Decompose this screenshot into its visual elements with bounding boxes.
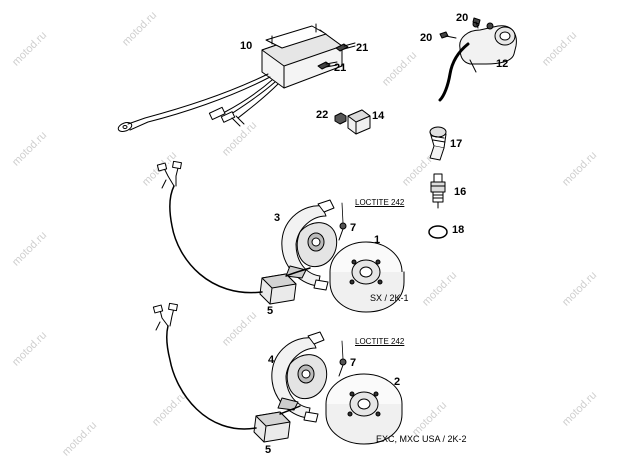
callout-5-lower: 5 xyxy=(265,444,272,456)
callout-17: 17 xyxy=(450,138,463,150)
stator-part-3 xyxy=(281,199,338,291)
callout-20-lower: 20 xyxy=(420,32,433,44)
callout-7-lower: 7 xyxy=(350,357,357,369)
o-ring-part-18 xyxy=(428,225,448,239)
loctite-note-lower: LOCTITE 242 xyxy=(355,337,405,346)
flywheel-part-2 xyxy=(325,373,403,445)
screw-part-7-upper xyxy=(338,222,347,241)
loctite-note-upper: LOCTITE 242 xyxy=(355,198,405,207)
callout-1: 1 xyxy=(374,234,381,246)
callout-3: 3 xyxy=(274,212,281,224)
callout-22: 22 xyxy=(316,109,329,121)
callout-4: 4 xyxy=(268,354,275,366)
cdi-wiring-harness xyxy=(117,73,279,132)
sensor-cable-lower xyxy=(152,302,257,430)
pickup-sensor-part-5-upper xyxy=(259,267,311,305)
callout-7-upper: 7 xyxy=(350,222,357,234)
screw-part-20-lower xyxy=(439,31,457,39)
pickup-sensor-part-5-lower xyxy=(253,405,301,443)
nut-part-22 xyxy=(334,112,347,125)
callout-18: 18 xyxy=(452,224,465,236)
callout-12: 12 xyxy=(496,58,509,70)
callout-16: 16 xyxy=(454,186,467,198)
bolt-part-21-lower xyxy=(317,61,338,70)
variant-label-lower: EXC, MXC USA / 2K-2 xyxy=(376,434,467,444)
spark-plug-cap-part-17 xyxy=(429,126,447,161)
bolt-part-21-upper xyxy=(335,42,356,52)
callout-10: 10 xyxy=(240,40,253,52)
screw-part-7-lower xyxy=(338,358,347,377)
flywheel-part-1 xyxy=(329,241,405,313)
spark-plug-part-16 xyxy=(430,173,446,209)
screw-part-20-upper xyxy=(472,17,481,29)
callout-2: 2 xyxy=(394,376,401,388)
callout-14: 14 xyxy=(372,110,385,122)
rubber-mount-part-14 xyxy=(347,109,371,135)
cdi-unit-part-10 xyxy=(261,23,343,89)
leader-lines xyxy=(341,202,344,360)
callout-20-upper: 20 xyxy=(456,12,469,24)
sensor-cable-upper xyxy=(156,160,263,294)
callout-21-upper: 21 xyxy=(356,42,369,54)
variant-label-upper: SX / 2K-1 xyxy=(370,293,409,303)
stator-part-4 xyxy=(271,331,328,423)
callout-5-upper: 5 xyxy=(267,305,274,317)
callout-21-lower: 21 xyxy=(334,62,347,74)
